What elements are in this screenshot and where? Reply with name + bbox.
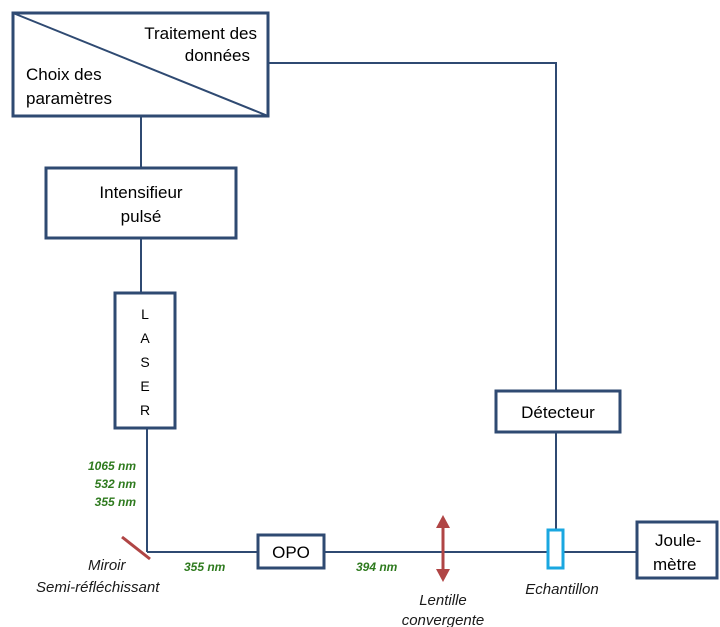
joulemeter-label-2: mètre: [653, 555, 696, 574]
opo-box: OPO: [256, 533, 326, 570]
processing-top-label: Traitement des: [144, 24, 257, 43]
laser-letter-4: E: [140, 378, 149, 394]
opo-label: OPO: [272, 543, 310, 562]
processing-box: Traitement des données Choix des paramèt…: [11, 11, 270, 118]
wavelength-355: 355 nm: [95, 495, 137, 509]
intensifier-label-2: pulsé: [121, 207, 162, 226]
processing-box-diagonal: [12, 12, 269, 117]
processing-bottom-label: Choix des: [26, 65, 102, 84]
laser-letter-2: A: [140, 330, 150, 346]
wavelength-1065: 1065 nm: [88, 459, 136, 473]
laser-box: L A S E R: [113, 291, 177, 430]
processing-bottom-label-2: paramètres: [26, 89, 112, 108]
lens-caption-1: Lentille: [419, 592, 467, 609]
laser-letter-1: L: [141, 306, 149, 322]
laser-wavelengths: 1065 nm 532 nm 355 nm: [88, 459, 136, 509]
detector-box: Détecteur: [494, 389, 622, 434]
wavelength-to-opo: 355 nm: [184, 560, 226, 574]
wavelength-from-opo: 394 nm: [356, 560, 398, 574]
processing-top-label-2: données: [185, 46, 250, 65]
lens-caption-2: convergente: [402, 612, 485, 627]
wavelength-532: 532 nm: [95, 477, 137, 491]
sample-icon: [546, 528, 565, 570]
intensifier-box: Intensifieur pulsé: [44, 166, 238, 240]
detector-label: Détecteur: [521, 403, 595, 422]
intensifier-label-1: Intensifieur: [99, 183, 182, 202]
connection-lines: [140, 62, 637, 553]
laser-letter-3: S: [140, 354, 149, 370]
mirror-caption-1: Miroir: [88, 557, 126, 574]
joulemeter-box: Joule- mètre: [635, 520, 719, 580]
mirror-icon: [121, 535, 151, 561]
mirror-caption-2: Semi-réfléchissant: [36, 579, 160, 596]
joulemeter-label-1: Joule-: [655, 531, 701, 550]
line-processing-to-detector: [268, 62, 557, 391]
lens-icon: [436, 515, 450, 582]
sample-caption: Echantillon: [525, 581, 598, 598]
laser-letter-5: R: [140, 402, 150, 418]
